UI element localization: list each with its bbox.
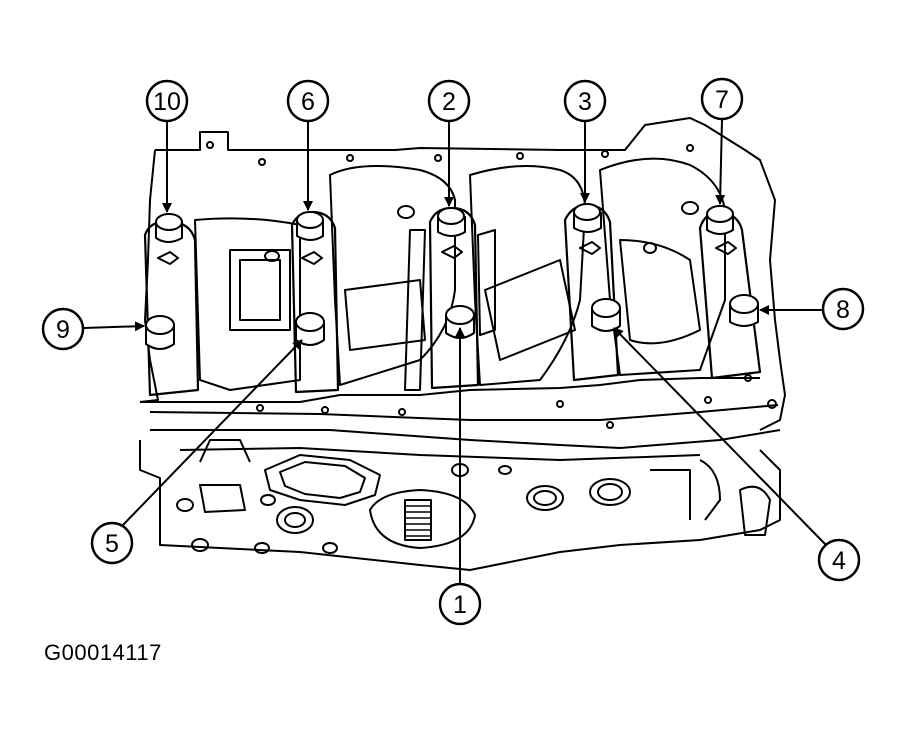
callout-5-label: 5 <box>105 530 119 558</box>
leader-c4 <box>613 327 827 546</box>
cap-bolts-lower <box>145 294 759 350</box>
cap-stamp-marks <box>157 241 737 265</box>
callout-2: 2 <box>427 79 471 123</box>
callout-1-label: 1 <box>453 591 467 619</box>
callout-2-label: 2 <box>442 88 456 116</box>
bore-cavity-3 <box>599 157 726 376</box>
block-rail <box>140 377 760 403</box>
lower-block-outline <box>139 440 781 571</box>
callout-3-label: 3 <box>578 88 592 116</box>
callout-9-label: 9 <box>56 316 70 344</box>
leader-arrows <box>83 119 827 583</box>
callout-10: 10 <box>145 79 189 123</box>
callout-6-label: 6 <box>301 88 315 116</box>
callout-4: 4 <box>817 538 861 582</box>
rail-holes <box>256 374 777 429</box>
central-boss <box>369 489 476 549</box>
block-small-features <box>264 201 699 262</box>
callout-3: 3 <box>563 79 607 123</box>
leader-c9 <box>83 321 145 332</box>
cap-bolts-upper <box>155 203 734 243</box>
callout-8: 8 <box>821 287 865 331</box>
engine-block-illustration <box>139 117 786 571</box>
callout-1: 1 <box>438 582 482 626</box>
crank-webs <box>229 249 291 331</box>
callout-10-label: 10 <box>153 88 181 116</box>
callout-7: 7 <box>700 77 744 121</box>
flange-holes <box>206 141 694 166</box>
block-upper-outline <box>155 117 786 431</box>
bore-cavity-1 <box>329 165 456 386</box>
callout-8-label: 8 <box>836 296 850 324</box>
callout-9: 9 <box>41 307 85 351</box>
figure-id: G00014117 <box>44 640 162 665</box>
callout-6: 6 <box>286 79 330 123</box>
leader-c7 <box>715 119 726 205</box>
callout-4-label: 4 <box>832 547 846 575</box>
callout-5: 5 <box>90 521 134 565</box>
callout-7-label: 7 <box>715 86 729 114</box>
oil-pump-cover <box>264 454 381 506</box>
leader-c5 <box>122 339 303 526</box>
